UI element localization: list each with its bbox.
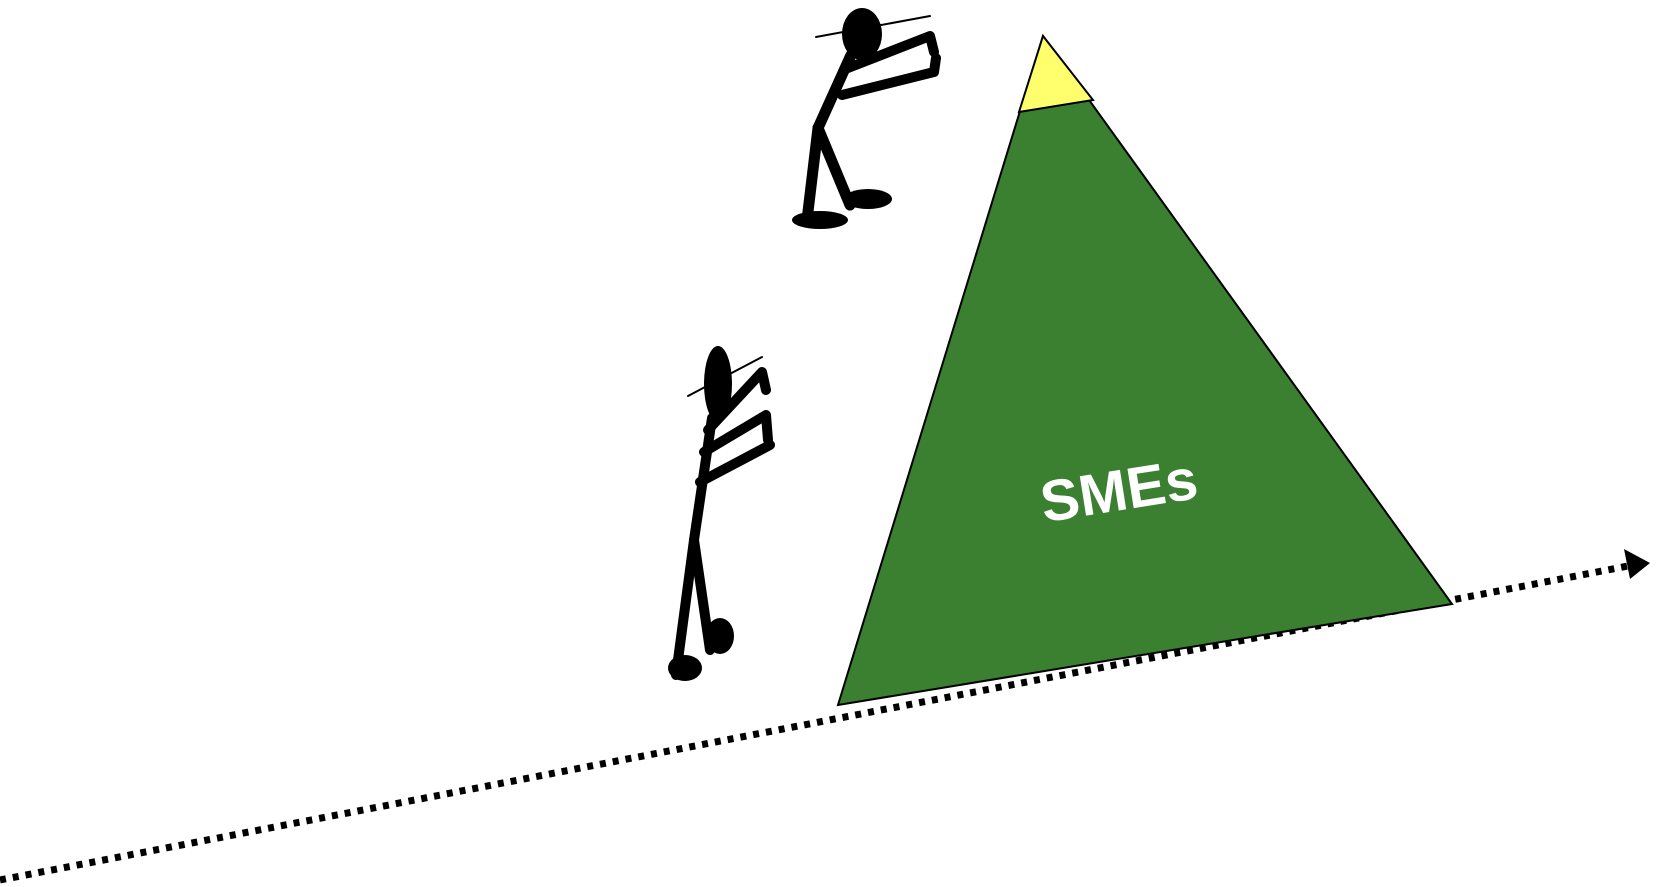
figure-arm-lower [837, 53, 941, 100]
figure-head [842, 8, 882, 60]
figure-foot-back [792, 211, 848, 229]
figure-leg-back [671, 535, 699, 680]
arrow-head-icon [1624, 549, 1650, 579]
walking-figure-top [792, 8, 941, 229]
figure-leg-back [801, 122, 824, 226]
figure-arm-upper [703, 367, 771, 435]
figure-leg-front [812, 122, 856, 211]
figure-arm-lower [695, 440, 775, 487]
figure-head [704, 346, 732, 422]
sme-pyramid: SMEs [836, 33, 1454, 707]
figure-arm-upper [843, 31, 939, 73]
figure-foot-front [706, 618, 734, 654]
figure-foot-front [844, 189, 892, 209]
pyramid-apex [1017, 33, 1095, 114]
figure-foot-back [668, 655, 702, 681]
walking-figure-bottom [668, 346, 775, 681]
pyramid-body [836, 33, 1454, 707]
figure-arm-middle [699, 410, 773, 457]
